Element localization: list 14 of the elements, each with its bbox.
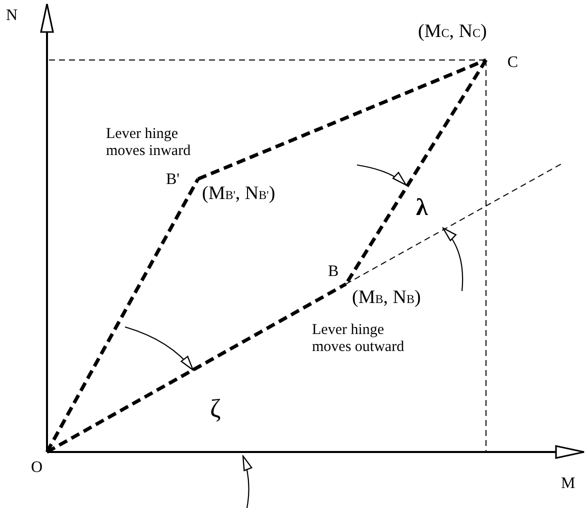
dashed-line: [344, 59, 488, 285]
axis-label: N: [6, 8, 18, 24]
dashed-line: [197, 58, 487, 181]
annotation-text: Lever hinge moves inward: [106, 126, 192, 160]
dashed-line: [46, 282, 347, 454]
axis-label: M: [561, 476, 576, 492]
point-label: B: [328, 264, 339, 280]
angle-symbol: ζ: [210, 396, 221, 422]
annotation-text: Lever hinge moves outward: [312, 322, 406, 356]
dashed-line: [45, 178, 200, 453]
point-label: O: [31, 460, 43, 476]
angle-symbol: λ: [416, 196, 428, 220]
point-label: B': [166, 172, 180, 188]
point-label: C: [507, 55, 518, 71]
